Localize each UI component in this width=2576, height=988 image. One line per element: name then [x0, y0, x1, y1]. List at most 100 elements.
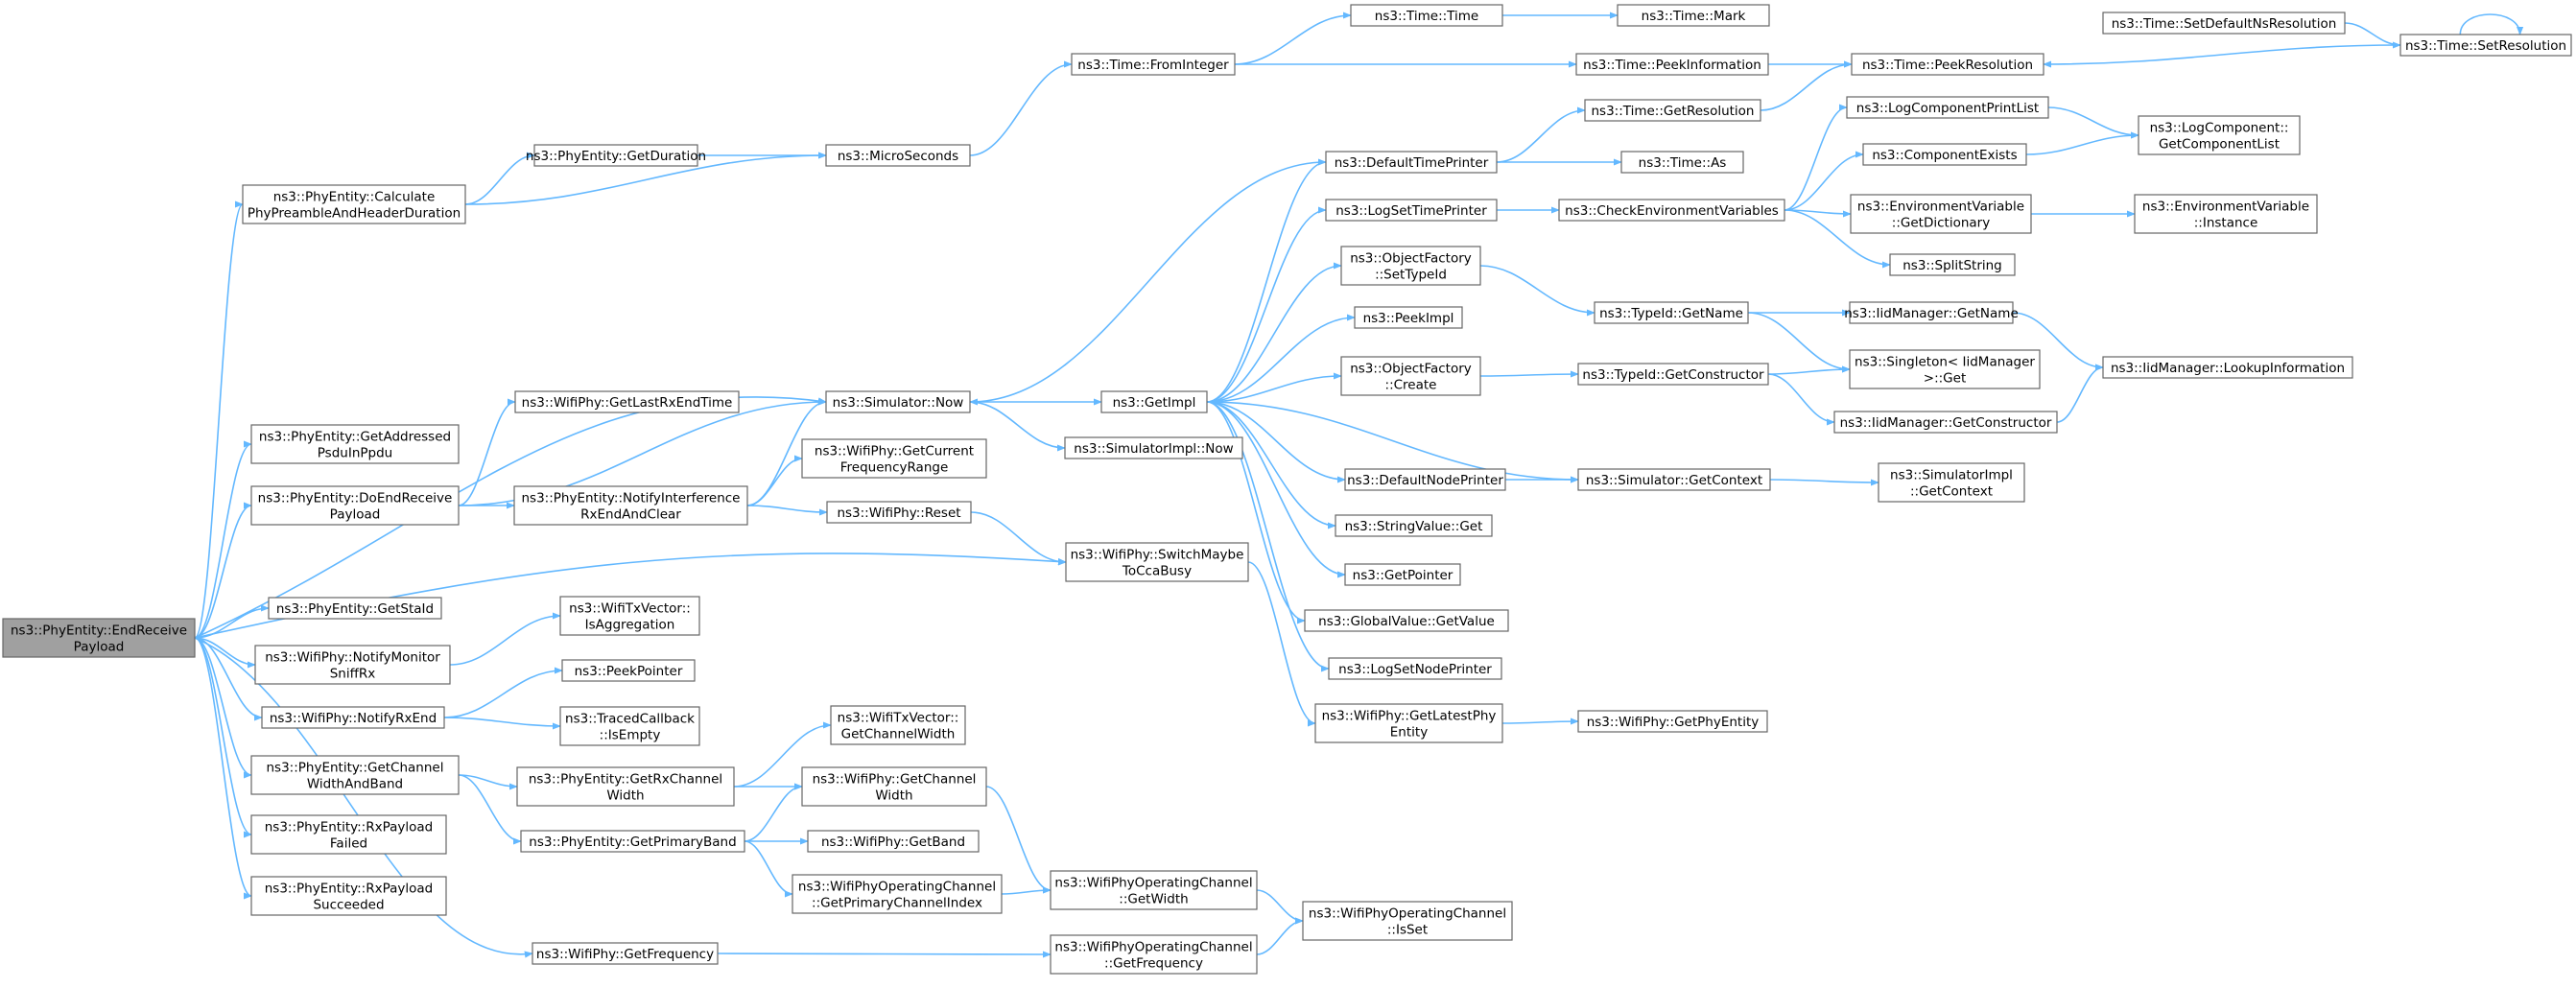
- node-box[interactable]: [1302, 901, 1513, 941]
- node-box[interactable]: [807, 830, 980, 853]
- node-box[interactable]: [2138, 115, 2301, 155]
- node-box[interactable]: [1065, 542, 1249, 582]
- node-box[interactable]: [532, 942, 719, 965]
- node-peekinfo[interactable]: ns3::Time::PeekInformation: [1575, 53, 1769, 76]
- node-box[interactable]: [250, 424, 460, 464]
- node-box[interactable]: [2399, 34, 2572, 57]
- node-box[interactable]: [561, 659, 696, 682]
- node-objfactcreate[interactable]: ns3::ObjectFactory::Create: [1340, 356, 1481, 396]
- node-singleton[interactable]: ns3::Singleton< IidManager>::Get: [1849, 349, 2041, 389]
- node-box[interactable]: [1575, 53, 1769, 76]
- node-setdefaultns[interactable]: ns3::Time::SetDefaultNsResolution: [2102, 12, 2346, 35]
- node-wifigetcw[interactable]: ns3::WifiPhy::GetChannelWidth: [801, 766, 987, 807]
- node-timemark[interactable]: ns3::Time::Mark: [1617, 4, 1770, 27]
- node-box[interactable]: [1878, 462, 2025, 503]
- node-globalvalue[interactable]: ns3::GlobalValue::GetValue: [1304, 609, 1509, 632]
- node-calc[interactable]: ns3::PhyEntity::CalculatePhyPreambleAndH…: [242, 184, 466, 224]
- node-box[interactable]: [1050, 870, 1258, 910]
- node-box[interactable]: [1350, 4, 1503, 27]
- node-box[interactable]: [801, 438, 987, 479]
- node-iidgetname[interactable]: ns3::IidManager::GetName: [1844, 301, 2019, 324]
- node-simimplnow[interactable]: ns3::SimulatorImpl::Now: [1064, 436, 1243, 459]
- node-typeidgetname[interactable]: ns3::TypeId::GetName: [1594, 301, 1749, 324]
- node-box[interactable]: [1340, 356, 1481, 396]
- node-box[interactable]: [1344, 468, 1506, 491]
- node-splitstring[interactable]: ns3::SplitString: [1889, 253, 2016, 276]
- node-microseconds[interactable]: ns3::MicroSeconds: [825, 144, 971, 167]
- node-box[interactable]: [242, 184, 466, 224]
- node-box[interactable]: [1833, 411, 2058, 434]
- node-opchangetfreq[interactable]: ns3::WifiPhyOperatingChannel::GetFrequen…: [1050, 934, 1258, 975]
- node-txvecgetcw[interactable]: ns3::WifiTxVector::GetChannelWidth: [830, 705, 966, 745]
- node-box[interactable]: [250, 814, 447, 855]
- node-checkenv[interactable]: ns3::CheckEnvironmentVariables: [1558, 199, 1785, 222]
- node-getlastrx[interactable]: ns3::WifiPhy::GetLastRxEndTime: [514, 390, 740, 413]
- node-opchangetwidth[interactable]: ns3::WifiPhyOperatingChannel::GetWidth: [1050, 870, 1258, 910]
- node-box[interactable]: [1304, 609, 1509, 632]
- node-box[interactable]: [1328, 657, 1502, 680]
- node-box[interactable]: [1071, 53, 1236, 76]
- node-tracedcb[interactable]: ns3::TracedCallback::IsEmpty: [559, 706, 700, 746]
- node-box[interactable]: [801, 766, 987, 807]
- node-box[interactable]: [1617, 4, 1770, 27]
- node-typeidgetctor[interactable]: ns3::TypeId::GetConstructor: [1577, 363, 1769, 386]
- node-box[interactable]: [1344, 563, 1461, 586]
- node-box[interactable]: [2, 618, 196, 658]
- node-compexists[interactable]: ns3::ComponentExists: [1862, 143, 2027, 166]
- node-box[interactable]: [268, 597, 442, 620]
- node-box[interactable]: [792, 874, 1003, 914]
- node-getimpl[interactable]: ns3::GetImpl: [1100, 390, 1208, 413]
- node-notifyrxend[interactable]: ns3::WifiPhy::NotifyRxEnd: [261, 706, 445, 729]
- node-logsetnode[interactable]: ns3::LogSetNodePrinter: [1328, 657, 1502, 680]
- node-getpointer[interactable]: ns3::GetPointer: [1344, 563, 1461, 586]
- node-box[interactable]: [1584, 99, 1761, 122]
- node-simnow[interactable]: ns3::Simulator::Now: [825, 390, 971, 413]
- node-box[interactable]: [825, 390, 971, 413]
- node-logcompprint[interactable]: ns3::LogComponentPrintList: [1846, 96, 2049, 119]
- node-getres[interactable]: ns3::Time::GetResolution: [1584, 99, 1761, 122]
- node-defaultnodeprinter[interactable]: ns3::DefaultNodePrinter: [1344, 468, 1506, 491]
- node-getstaid[interactable]: ns3::PhyEntity::GetStaId: [268, 597, 442, 620]
- node-box[interactable]: [1064, 436, 1243, 459]
- node-box[interactable]: [533, 144, 698, 167]
- node-box[interactable]: [520, 830, 745, 853]
- node-box[interactable]: [1354, 306, 1463, 329]
- node-box[interactable]: [250, 755, 460, 795]
- node-box[interactable]: [514, 390, 740, 413]
- node-box[interactable]: [1851, 53, 2044, 76]
- node-box[interactable]: [1577, 363, 1769, 386]
- node-timetime[interactable]: ns3::Time::Time: [1350, 4, 1503, 27]
- node-box[interactable]: [1314, 703, 1503, 743]
- node-box[interactable]: [250, 485, 460, 526]
- node-wifigetband[interactable]: ns3::WifiPhy::GetBand: [807, 830, 980, 853]
- node-box[interactable]: [1335, 514, 1493, 537]
- node-timeas[interactable]: ns3::Time::As: [1620, 151, 1744, 174]
- node-box[interactable]: [1100, 390, 1208, 413]
- node-envgetdict[interactable]: ns3::EnvironmentVariable::GetDictionary: [1850, 194, 2032, 234]
- node-getprimaryband[interactable]: ns3::PhyEntity::GetPrimaryBand: [520, 830, 745, 853]
- node-box[interactable]: [516, 766, 735, 807]
- node-iidlookup[interactable]: ns3::IidManager::LookupInformation: [2102, 356, 2353, 379]
- node-wifireset[interactable]: ns3::WifiPhy::Reset: [826, 501, 972, 524]
- node-box[interactable]: [826, 501, 972, 524]
- node-box[interactable]: [1325, 199, 1498, 222]
- node-envinst[interactable]: ns3::EnvironmentVariable::Instance: [2134, 194, 2318, 234]
- node-peekimpl[interactable]: ns3::PeekImpl: [1354, 306, 1463, 329]
- node-box[interactable]: [1558, 199, 1785, 222]
- node-box[interactable]: [250, 876, 447, 916]
- node-box[interactable]: [1849, 301, 2014, 324]
- node-defaulttimeprinter[interactable]: ns3::DefaultTimePrinter: [1325, 151, 1498, 174]
- node-box[interactable]: [1577, 710, 1768, 733]
- node-box[interactable]: [1620, 151, 1744, 174]
